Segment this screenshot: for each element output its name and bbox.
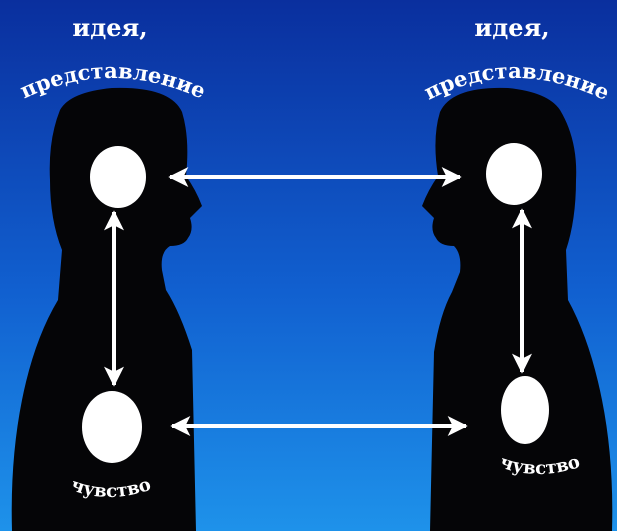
right-idea-label-line1: идея,: [474, 13, 549, 42]
left-feeling-circle: [82, 391, 142, 463]
left-idea-label-line1: идея,: [72, 13, 147, 42]
right-idea-circle: [486, 143, 542, 205]
right-feeling-circle: [501, 376, 549, 444]
left-idea-circle: [90, 146, 146, 208]
